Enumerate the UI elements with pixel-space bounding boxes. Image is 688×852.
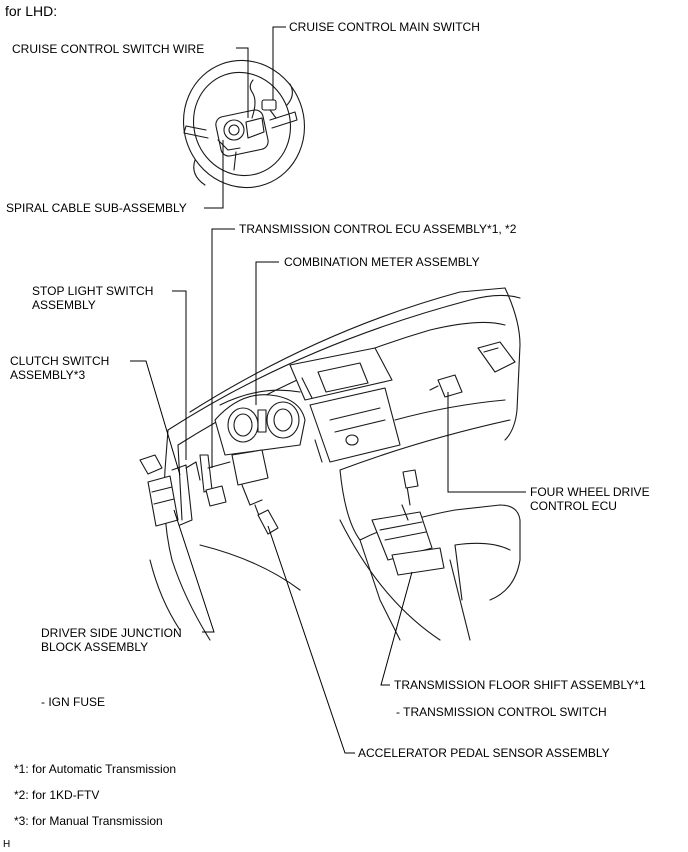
label-spiral-cable: SPIRAL CABLE SUB-ASSEMBLY — [6, 201, 187, 215]
footnote-3: *3: for Manual Transmission — [14, 814, 163, 828]
four-wd-ecu-part — [429, 374, 463, 398]
label-cruise-main-switch: CRUISE CONTROL MAIN SWITCH — [289, 20, 480, 34]
label-clutch-switch: CLUTCH SWITCH ASSEMBLY*3 — [10, 354, 109, 382]
leader-lines — [130, 26, 526, 754]
steering-wheel — [182, 59, 306, 189]
label-four-wheel-drive-ecu: FOUR WHEEL DRIVE CONTROL ECU — [530, 485, 650, 513]
variant-title: for LHD: — [5, 3, 58, 19]
label-stop-light-switch: STOP LIGHT SWITCH ASSEMBLY — [32, 284, 153, 312]
label-clutch-line1: CLUTCH SWITCH — [10, 354, 110, 368]
label-combination-meter: COMBINATION METER ASSEMBLY — [284, 255, 480, 269]
label-transmission-control-ecu: TRANSMISSION CONTROL ECU ASSEMBLY*1, *2 — [239, 222, 517, 236]
label-stop-light-line1: STOP LIGHT SWITCH — [32, 284, 154, 298]
label-ign-fuse: - IGN FUSE — [41, 695, 106, 709]
label-cruise-switch-wire: CRUISE CONTROL SWITCH WIRE — [12, 42, 205, 56]
corner-mark: H — [3, 839, 11, 850]
label-driver-side-junction-block: DRIVER SIDE JUNCTION BLOCK ASSEMBLY — [41, 626, 182, 654]
footnote-2: *2: for 1KD-FTV — [14, 788, 100, 802]
label-junction-line1: DRIVER SIDE JUNCTION — [41, 626, 182, 640]
label-four-wd-line2: CONTROL ECU — [530, 499, 617, 513]
label-stop-light-line2: ASSEMBLY — [32, 298, 96, 312]
label-clutch-line2: ASSEMBLY*3 — [10, 368, 86, 382]
label-accelerator-pedal-sensor: ACCELERATOR PEDAL SENSOR ASSEMBLY — [358, 746, 610, 760]
label-four-wd-line1: FOUR WHEEL DRIVE — [530, 485, 650, 499]
label-junction-line2: BLOCK ASSEMBLY — [41, 640, 149, 654]
floor-shift-part — [371, 469, 445, 576]
label-transmission-control-switch: - TRANSMISSION CONTROL SWITCH — [396, 705, 607, 719]
footnote-1: *1: for Automatic Transmission — [14, 762, 177, 776]
instrument-panel — [139, 287, 521, 641]
label-transmission-floor-shift: TRANSMISSION FLOOR SHIFT ASSEMBLY*1 — [394, 678, 646, 692]
